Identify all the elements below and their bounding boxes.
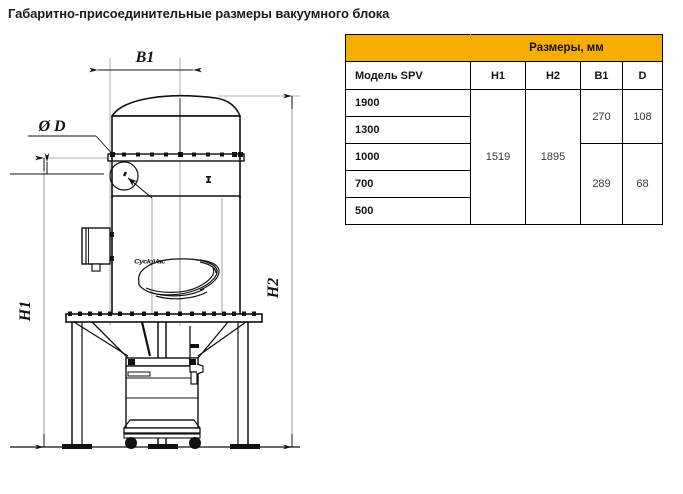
cell-model: 500 [345,197,471,225]
table-row: 1000 289 68 [345,143,663,225]
table-row: 700 [345,170,663,198]
cell-b1-bottom: 289 [580,143,623,225]
svg-text:Ø D: Ø D [37,118,66,135]
cell-b1-top: 270 [580,89,623,144]
svg-text:B1: B1 [135,49,155,66]
column-header-model: Модель SPV [345,61,471,90]
column-header-h2: H2 [525,61,581,90]
table-row: 500 [345,197,663,225]
cell-model: 700 [345,170,471,198]
svg-text:H2: H2 [265,278,282,299]
cell-model: 1300 [345,116,471,144]
cell-d-bottom: 68 [622,143,663,225]
cell-h2-merged: 1895 [525,89,581,225]
header-band-label: Размеры, мм [470,34,663,62]
table-header-band-row: Размеры, мм [345,34,663,62]
vacuum-unit-drawing: B1 Ø D H1 H2 CycloVac [0,26,330,494]
column-header-b1: B1 [580,61,623,90]
page-title: Габаритно-присоединительные размеры ваку… [8,6,390,21]
svg-text:H1: H1 [17,301,34,322]
cell-h1-merged: 1519 [470,89,526,225]
table-row: 1300 [345,116,663,144]
table-column-header-row: Модель SPV H1 H2 B1 D [345,61,663,90]
cell-d-top: 108 [622,89,663,144]
header-blank-cell [345,34,471,62]
cell-model: 1000 [345,143,471,171]
column-header-d: D [622,61,663,90]
cell-model: 1900 [345,89,471,117]
dimensions-table: Размеры, мм Модель SPV H1 H2 B1 D 1900 1… [345,34,663,225]
column-header-h1: H1 [470,61,526,90]
table-row: 1900 1519 1895 270 108 [345,89,663,225]
